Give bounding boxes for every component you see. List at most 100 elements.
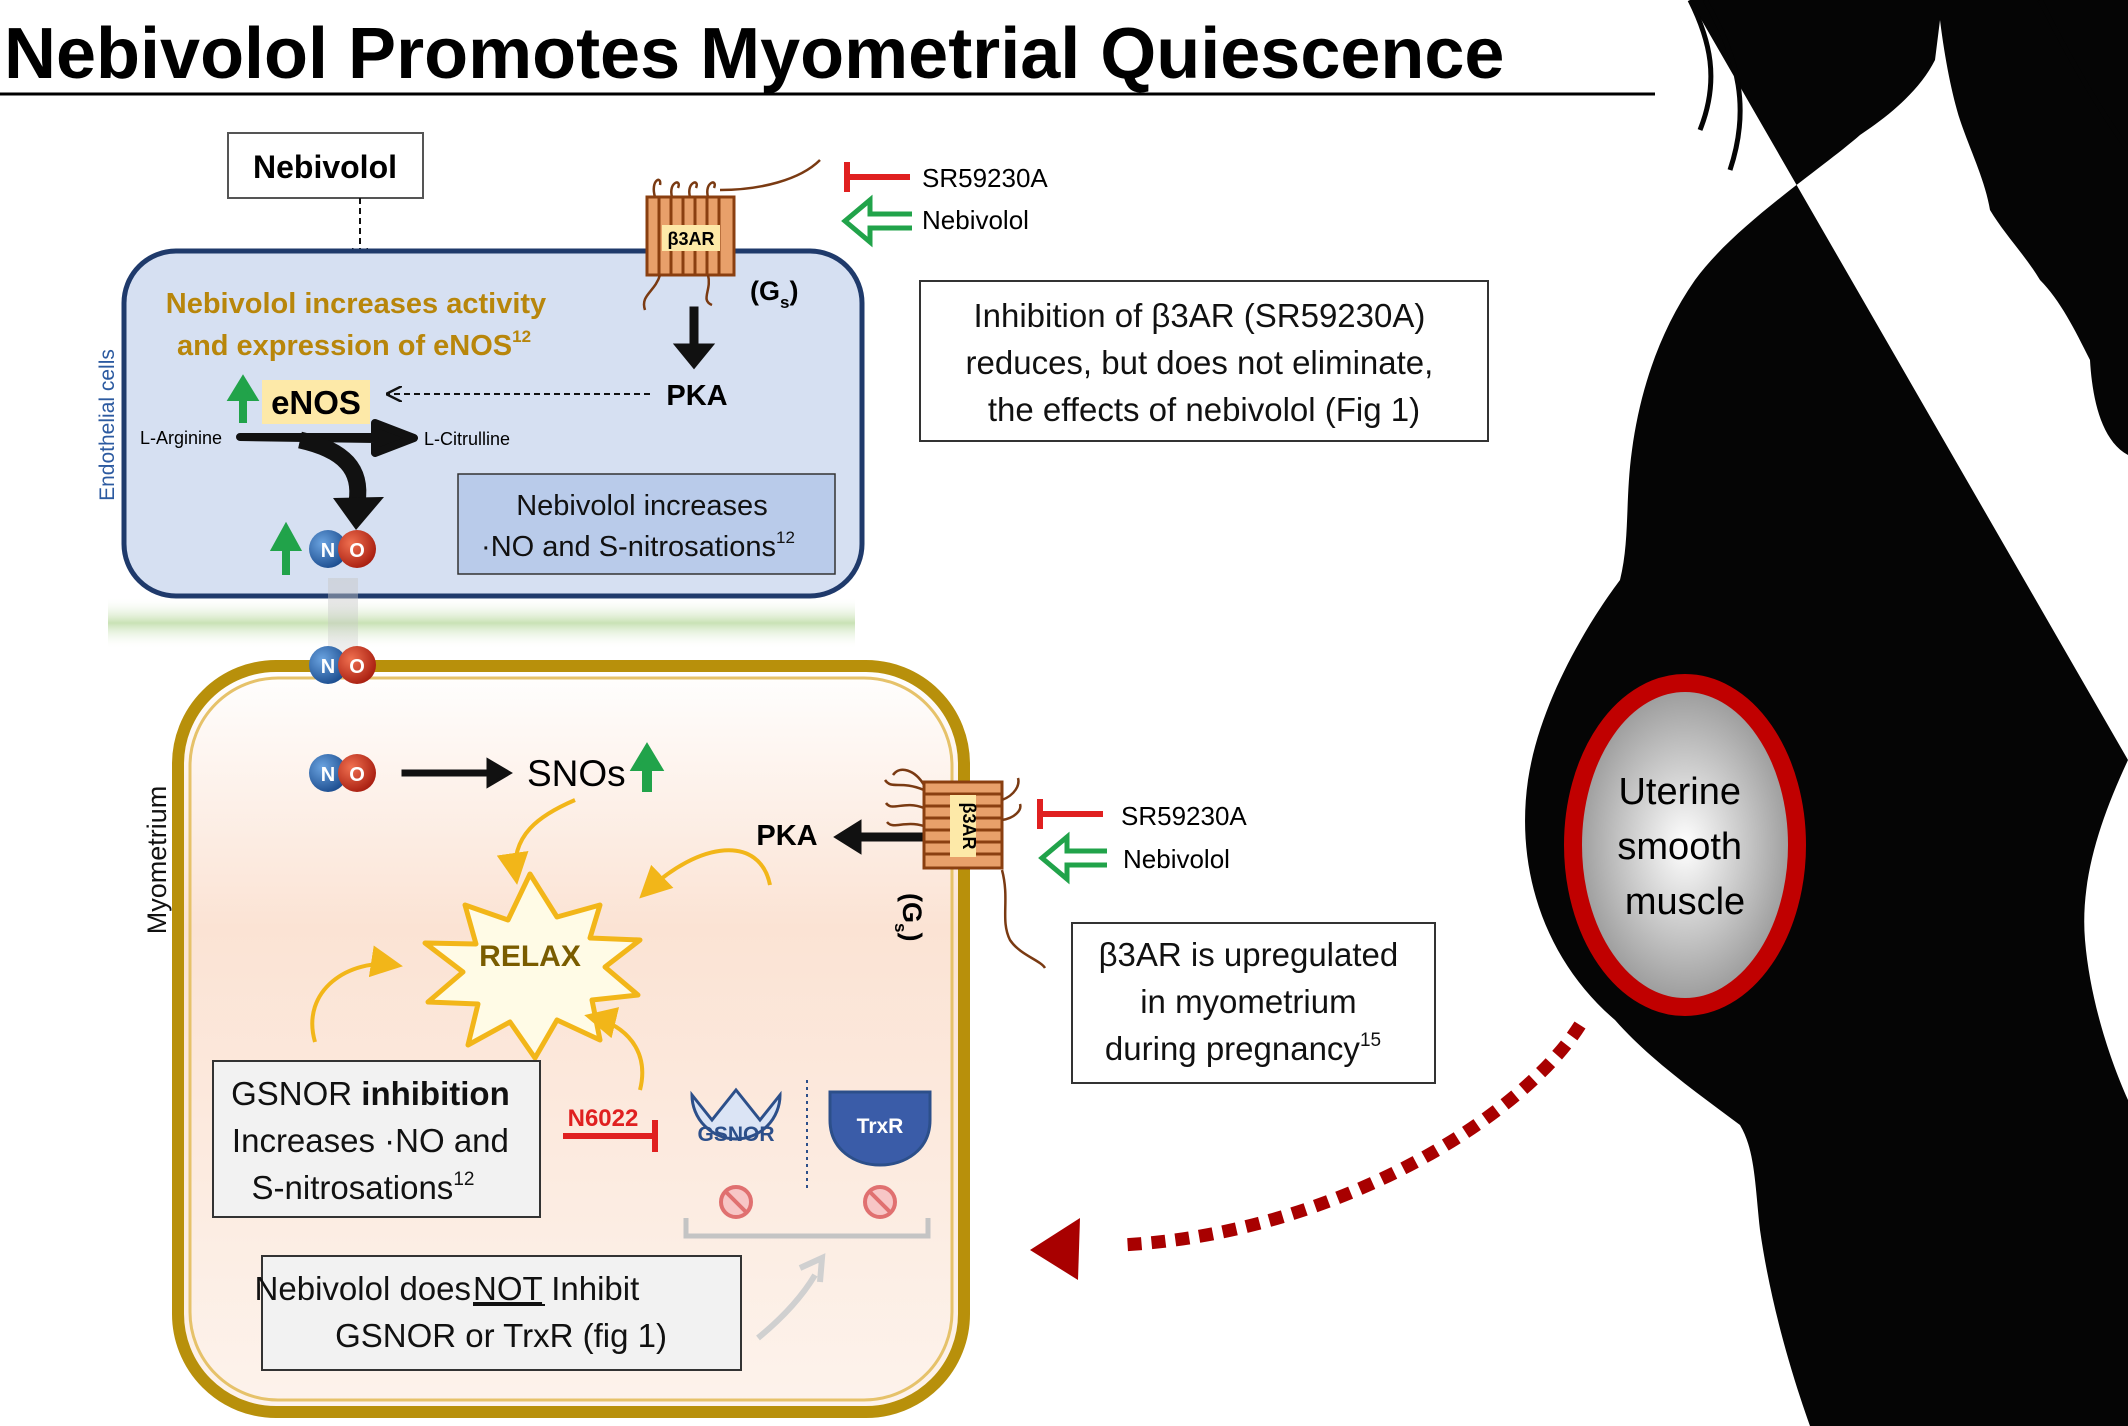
enos-activity-line2: and expression of eNOS: [177, 330, 512, 362]
enzyme-bracket: [683, 1218, 931, 1239]
not-inhibit-line1a: Nebivolol does: [255, 1270, 471, 1307]
not-inhibit-box: [261, 1255, 742, 1371]
no-to-snos-arrow: [401, 757, 513, 789]
uterus-label-line2: smooth: [1617, 826, 1742, 868]
no-increase-ref: 12: [776, 528, 795, 547]
bracket-pointer-arrow: [756, 1253, 826, 1341]
not-inhibit-line1b: NOT: [473, 1270, 543, 1307]
n6022-label: N6022: [568, 1105, 639, 1132]
sr59230a-inhibit-symbol-side: [1037, 799, 1103, 829]
enos-label: eNOS: [271, 384, 361, 421]
gsnor-to-relax-arrow: [310, 945, 403, 1043]
no-increase-box: [457, 473, 836, 575]
nebivolol-label-top: Nebivolol: [922, 205, 1029, 235]
b3ar-to-pka-arrow-endothelial: [672, 306, 716, 370]
svg-text:N: N: [321, 656, 335, 678]
gs-label-myometrium: (G: [897, 893, 927, 923]
gsnor-box-line2: Increases ·NO and: [232, 1122, 509, 1159]
trxr-not-inhibited-icon: [863, 1185, 897, 1219]
gsnor-inhibition-box: [212, 1060, 541, 1218]
b3ar-inhibition-note: [919, 280, 1489, 442]
arginine-to-citrulline-arrow: [236, 419, 418, 457]
svg-text:Inhibition of β3AR (SR59230A): Inhibition of β3AR (SR59230A) reduces, b…: [966, 297, 1443, 428]
svg-text:N: N: [321, 764, 335, 786]
b3ar-receptor-myometrium: [883, 768, 1047, 969]
enos-up-arrow: [226, 374, 260, 423]
pka-label-myometrium: PKA: [756, 820, 817, 852]
uterus-pointer-arrowhead: [1030, 1218, 1080, 1280]
svg-text:(Gs): (Gs): [750, 276, 798, 312]
sr59230a-inhibit-symbol-top: [844, 162, 910, 192]
svg-text:Nebivolol does: Nebivolol does: [255, 1270, 471, 1307]
svg-text:GSNOR inhibition Increases: GSNOR inhibition Increases ·NO and S-nit…: [231, 1075, 519, 1206]
gsnor-enzyme: [690, 1087, 782, 1141]
gsnor-enzyme-label: GSNOR: [697, 1123, 774, 1146]
l-arginine-label: L-Arginine: [140, 428, 222, 448]
snos-label: SNOs: [527, 753, 626, 794]
n6022-to-relax-arrow: [584, 1007, 645, 1091]
silhouette-hair-strands: [1687, 0, 2128, 171]
sr59230a-label-top: SR59230A: [922, 163, 1048, 193]
upregulated-ref: 15: [1360, 1030, 1381, 1051]
not-inhibit-line2: GSNOR or TrxR (fig 1): [335, 1317, 667, 1354]
no-increase-line1: Nebivolol increases: [516, 490, 767, 522]
enos-activity-line1: Nebivolol increases activity: [166, 288, 546, 320]
b3ar-label-endothelial: β3AR: [668, 229, 715, 249]
nebivolol-agonist-arrow-side: [1038, 831, 1107, 885]
svg-text:N: N: [321, 540, 335, 562]
no-increase-line2: ·NO and S-nitrosations: [481, 531, 776, 563]
endothelial-side-label: Endothelial cells: [96, 349, 119, 501]
b3ar-to-pka-arrow-myometrium: [833, 819, 927, 855]
svg-text:NOT Inhibit: NOT Inhibit: [473, 1270, 639, 1307]
l-citrulline-label: L-Citrulline: [424, 429, 510, 449]
svg-text:Uterine smooth muscle: Uterine smooth muscle: [1617, 771, 1752, 923]
no-up-arrow: [269, 521, 303, 575]
page-title: Nebivolol Promotes Myometrial Quiescence: [4, 14, 1504, 94]
upregulated-line1: β3AR is upregulated: [1099, 936, 1399, 973]
svg-text:Nebivolol increases ·NO an: Nebivolol increases ·NO and S-nitrosatio…: [481, 490, 795, 563]
svg-text:(Gs): (Gs): [891, 893, 927, 941]
gs-sub-myometrium: s: [891, 923, 910, 932]
gsnor-box-line1b: inhibition: [361, 1075, 509, 1112]
gs-label-endothelial: (G: [750, 276, 780, 306]
not-inhibit-line1c: Inhibit: [542, 1270, 639, 1307]
b3ar-upregulated-note: [1071, 922, 1436, 1084]
gsnor-box-line3: S-nitrosations: [252, 1169, 454, 1206]
enos-label-bg: [262, 380, 370, 424]
inhibition-note-line3: the effects of nebivolol (Fig 1): [988, 391, 1420, 428]
relax-label: RELAX: [479, 940, 581, 973]
nebivolol-box-label: Nebivolol: [253, 149, 397, 185]
snos-up-arrow: [629, 742, 665, 792]
myometrium-cell: [172, 660, 970, 1418]
svg-text:Nebivolol increases activity: Nebivolol increases activity and express…: [166, 288, 554, 362]
gsnor-box-line1a: GSNOR: [231, 1075, 361, 1112]
uterus-pointer-arrow: [1119, 1021, 1586, 1252]
snos-to-relax-arrow: [496, 798, 576, 885]
nebivolol-box: [227, 132, 424, 199]
b3ar-label-myometrium: β3AR: [959, 803, 979, 850]
nebivolol-label-side: Nebivolol: [1123, 844, 1230, 874]
svg-text:O: O: [349, 540, 365, 562]
enos-to-no-curved-arrow: [298, 431, 367, 504]
b3ar-receptor-endothelial: [642, 159, 821, 311]
gs-close-endothelial: ): [789, 276, 798, 306]
svg-text:O: O: [349, 764, 365, 786]
trxr-enzyme-label: TrxR: [857, 1115, 904, 1138]
sr59230a-label-side: SR59230A: [1121, 801, 1247, 831]
pka-label-endothelial: PKA: [666, 380, 727, 412]
svg-text:β3AR is upregulated in myo: β3AR is upregulated in myometrium during…: [1099, 936, 1408, 1067]
gs-sub-endothelial: s: [780, 293, 789, 312]
no-molecule-myometrium: N O: [309, 754, 376, 792]
uterus-oval: [1564, 674, 1806, 1016]
myometrium-side-label: Myometrium: [142, 786, 172, 935]
pregnant-silhouette: [1525, 0, 2128, 1426]
no-molecule-membrane: N O: [309, 646, 376, 684]
upregulated-line3: during pregnancy: [1105, 1030, 1361, 1067]
uterus-label-line1: Uterine: [1618, 771, 1741, 813]
trxr-enzyme: [828, 1090, 932, 1167]
n6022-inhibit-symbol: [563, 1120, 658, 1152]
upregulated-line2: in myometrium: [1140, 983, 1356, 1020]
svg-text:O: O: [349, 656, 365, 678]
enos-activity-ref: 12: [512, 327, 531, 346]
